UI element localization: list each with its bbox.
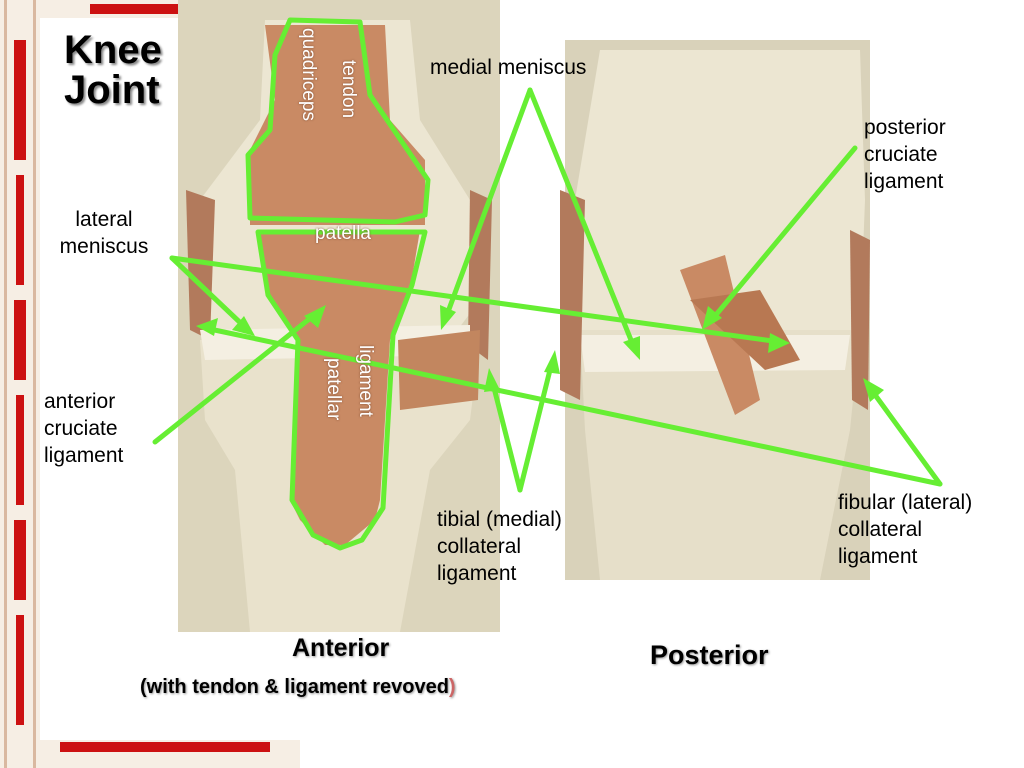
pointer-tibial-collateral-a bbox=[489, 377, 523, 493]
pointer-lateral-meniscus-a bbox=[169, 255, 251, 333]
pointer-medial-meniscus-b bbox=[527, 87, 638, 353]
pointer-lateral-meniscus-b bbox=[169, 255, 783, 345]
arrowhead bbox=[768, 333, 790, 353]
pointer-fibular-collateral-a bbox=[867, 385, 943, 487]
arrowhead bbox=[623, 336, 640, 360]
label-ligament-on-image: ligament bbox=[355, 345, 376, 417]
page-title: Knee Joint bbox=[64, 30, 162, 110]
label-tendon-on-image: tendon bbox=[338, 60, 359, 119]
label-patella-on-image: patella bbox=[315, 223, 371, 244]
arrowhead bbox=[304, 305, 326, 328]
quadriceps-tendon-outline bbox=[245, 17, 431, 225]
caption-anterior: Anterior bbox=[292, 634, 390, 662]
pointer-tibial-collateral-b bbox=[517, 359, 555, 493]
label-patellar-on-image: patellar bbox=[323, 358, 344, 421]
arrowhead bbox=[484, 368, 500, 392]
pointer-fibular-collateral-b bbox=[202, 325, 943, 487]
label-tibial-collateral-ligament: tibial (medial) collateral ligament bbox=[437, 508, 562, 585]
arrowhead bbox=[544, 350, 560, 374]
label-quadriceps-on-image: quadriceps bbox=[298, 28, 319, 121]
arrowhead bbox=[702, 306, 722, 330]
label-posterior-cruciate-ligament: posterior cruciate ligament bbox=[864, 116, 946, 193]
title-line-2: Joint bbox=[64, 68, 160, 112]
label-medial-meniscus: medial meniscus bbox=[430, 56, 587, 79]
pointer-anterior-cruciate bbox=[152, 309, 321, 445]
arrowhead bbox=[232, 316, 255, 336]
arrowhead bbox=[196, 318, 218, 336]
label-anterior-cruciate-ligament: anterior cruciate ligament bbox=[44, 390, 124, 467]
label-lateral-meniscus: lateral meniscus bbox=[59, 208, 149, 258]
caption-anterior-note: (with tendon & ligament revoved) bbox=[140, 676, 456, 698]
caption-posterior: Posterior bbox=[650, 640, 769, 670]
pointer-medial-meniscus-a bbox=[442, 87, 533, 323]
pointer-posterior-cruciate bbox=[707, 145, 858, 325]
posterior-knee-image bbox=[560, 40, 870, 580]
arrowhead bbox=[863, 378, 884, 402]
arrowhead bbox=[440, 305, 456, 330]
title-line-1: Knee bbox=[64, 28, 162, 72]
label-fibular-collateral-ligament: fibular (lateral) collateral ligament bbox=[838, 491, 973, 568]
